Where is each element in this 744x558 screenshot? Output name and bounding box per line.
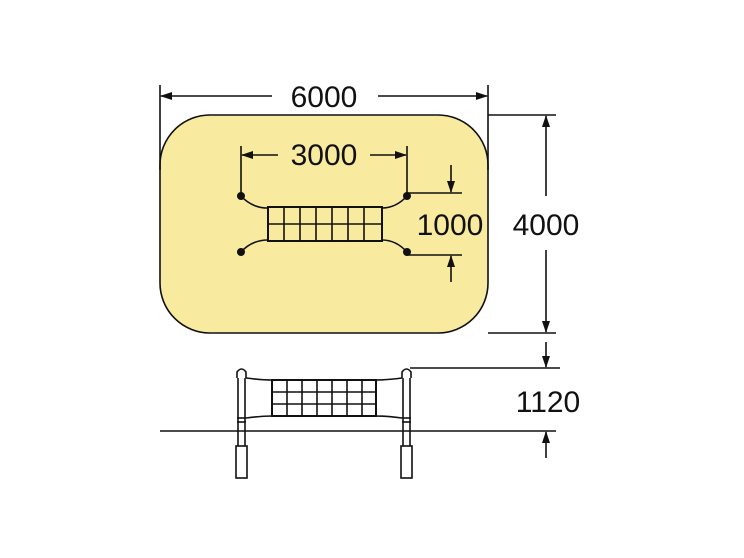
elevation-net	[245, 377, 403, 419]
dim-net-width	[407, 165, 462, 282]
left-post	[235, 368, 248, 479]
dim-overall-length	[159, 85, 489, 170]
dim-overall-width	[488, 114, 556, 334]
net-width-label: 1000	[417, 209, 484, 242]
post-spacing-label: 3000	[291, 139, 358, 172]
height-label: 1120	[516, 386, 581, 419]
post-marker	[403, 248, 411, 256]
overall-width-label: 4000	[513, 209, 580, 242]
dim-post-spacing	[240, 146, 408, 196]
dim-height	[410, 342, 560, 458]
post-marker	[237, 248, 245, 256]
elevation-view: 1120	[160, 342, 581, 479]
overall-length-label: 6000	[291, 81, 358, 114]
right-post	[400, 368, 413, 479]
plan-view: 6000 3000 1000 4000	[159, 81, 580, 334]
